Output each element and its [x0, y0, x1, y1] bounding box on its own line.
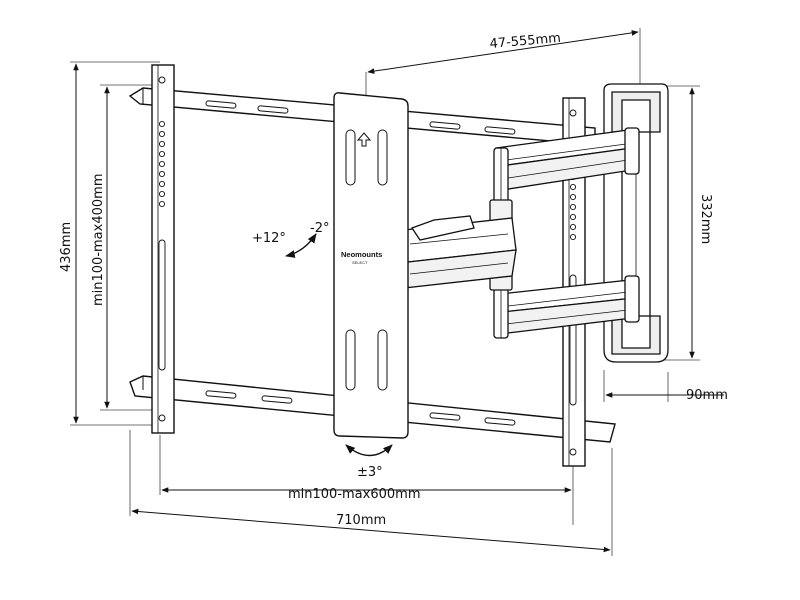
brand-series: SELECT: [352, 260, 368, 265]
vesa-vertical-label: min100-max400mm: [91, 174, 106, 306]
total-width-label: 710mm: [336, 513, 386, 528]
center-plate: Neomounts SELECT: [333, 92, 409, 439]
extension-label: 47-555mm: [489, 31, 561, 52]
left-vertical-bracket: [151, 64, 175, 434]
total-width-line: [131, 508, 611, 553]
rail-slots: [205, 100, 516, 426]
brand-name: Neomounts: [341, 250, 382, 259]
vesa-horizontal-label: min100-max600mm: [288, 487, 420, 502]
arm-assembly: [403, 83, 669, 363]
total-height-label: 436mm: [59, 222, 74, 272]
rotate-arrow-icon: [345, 444, 393, 457]
arm-height-label: 332mm: [698, 194, 713, 244]
tilt-down-label: -2°: [310, 221, 329, 236]
tilt-up-label: +12°: [252, 231, 286, 246]
depth-label: 90mm: [686, 388, 728, 403]
tilt-arrow-icon: [285, 233, 317, 258]
dimension-arrows: [73, 30, 724, 553]
extension-line: [367, 30, 639, 74]
brand-logo: Neomounts SELECT: [341, 250, 382, 265]
up-arrow-icon: [356, 132, 372, 147]
rotation-label: ±3°: [357, 465, 383, 480]
